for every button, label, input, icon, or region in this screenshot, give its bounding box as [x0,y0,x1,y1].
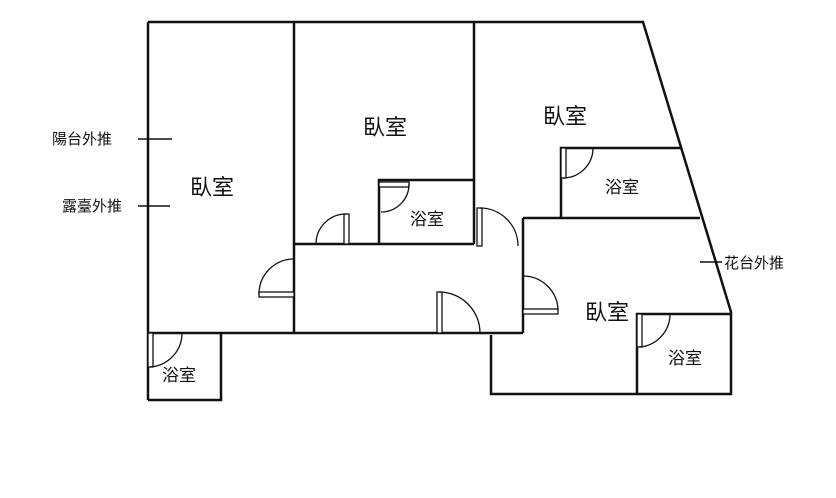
planter-annotation: 花台外推 [724,254,784,272]
bath-right-top-label: 浴室 [605,178,639,198]
door-right-bedroom [476,207,519,247]
annotation-leaders [138,138,722,263]
bedroom-center-label: 臥室 [363,116,407,141]
bedroom-left-label: 臥室 [190,176,234,201]
bedroom-right-bottom-label: 臥室 [585,301,629,326]
balcony-annotation: 陽台外推 [52,130,112,148]
door-right-bath-top [560,147,594,179]
door-center-bath [378,181,410,213]
bedroom-right-top-label: 臥室 [543,105,587,130]
door-bottom-left-bath [147,332,183,368]
bath-bottom-left-label: 浴室 [162,366,196,386]
door-bottom-right-bath [636,313,671,348]
doors [147,147,671,368]
door-center-bedroom [315,213,350,245]
bath-center-label: 浴室 [410,210,444,230]
door-lower-right-bedroom [522,275,559,315]
door-left-bedroom [258,258,295,298]
bath-bottom-right-label: 浴室 [668,349,702,369]
interior-walls [221,22,731,394]
terrace-annotation: 露臺外推 [62,197,122,215]
door-hall [436,291,481,334]
